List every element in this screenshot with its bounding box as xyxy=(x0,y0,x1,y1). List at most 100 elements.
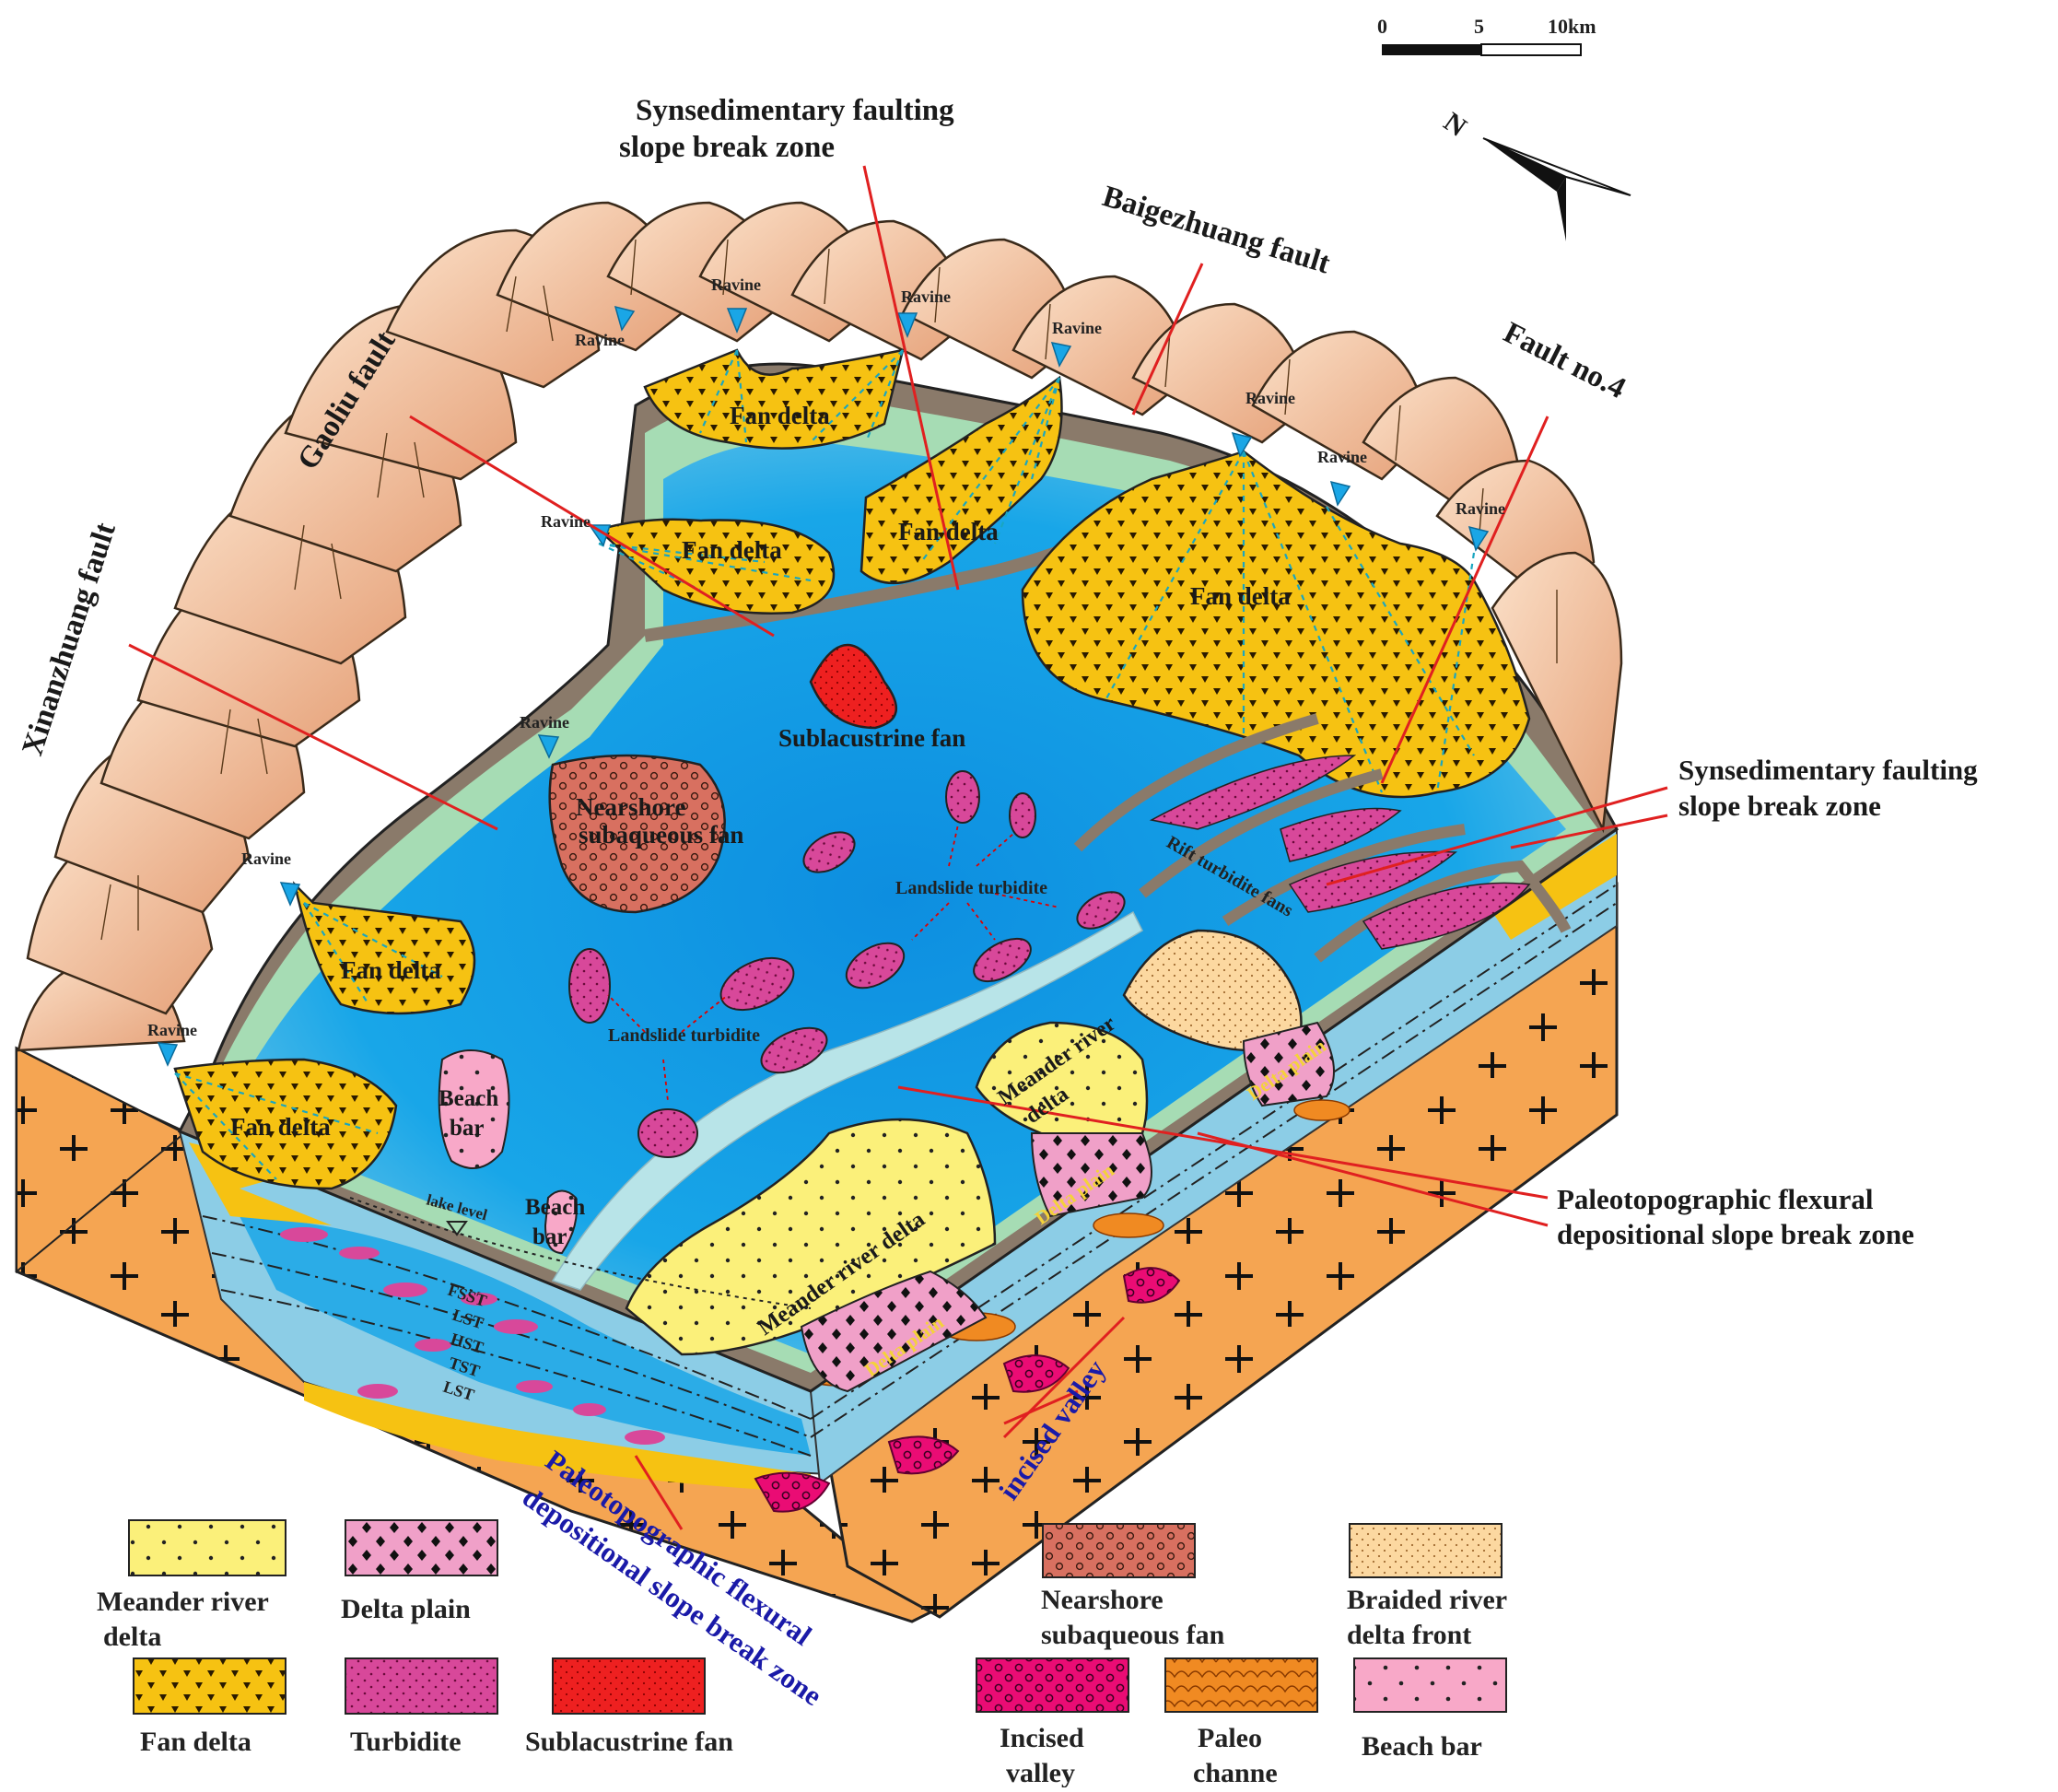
scale-bar-dark-segment xyxy=(1382,44,1481,55)
ravine-label-5: Ravine xyxy=(541,512,591,531)
fan-delta-label-5: Fan delta xyxy=(341,956,441,984)
ravine-label-3: Ravine xyxy=(1052,319,1102,337)
legend-swatch-nearshore xyxy=(1042,1523,1196,1578)
sublacustrine-fan-label: Sublacustrine fan xyxy=(778,724,965,752)
fan-delta-top-left xyxy=(643,348,905,450)
north-arrow-light-half xyxy=(1482,137,1631,196)
beach-bar-1-line2: bar xyxy=(450,1116,485,1141)
legend-swatch-incised-valley xyxy=(976,1657,1129,1713)
fan-delta-label-3: Fan delta xyxy=(898,518,999,545)
scale-bar-light-segment xyxy=(1480,43,1582,56)
fault-leaders xyxy=(128,165,1668,1530)
landslide-turbidites xyxy=(568,770,1126,1158)
delta-plain-right xyxy=(1242,1021,1335,1107)
lake-level-symbol xyxy=(446,1221,468,1236)
rift-turbidite-fans xyxy=(1073,713,1572,963)
ravine-label-10: Ravine xyxy=(241,849,291,868)
legend-label-turbidite: Turbidite xyxy=(350,1727,462,1757)
legend-swatch-braided xyxy=(1349,1523,1503,1578)
scale-tick-5: 5 xyxy=(1474,15,1484,38)
delta-plain-front xyxy=(800,1270,988,1393)
legend-label-incised-line1: Incised xyxy=(1000,1723,1084,1753)
section-turbidite-lenses xyxy=(280,1227,665,1445)
legend-swatch-beach-bar xyxy=(1353,1657,1507,1713)
beach-bar-1 xyxy=(438,1049,510,1169)
landslide-label-2: Landslide turbidite xyxy=(608,1025,760,1046)
legend-label-beach-bar: Beach bar xyxy=(1362,1731,1482,1762)
braided-delta-front xyxy=(1122,929,1303,1052)
fault-no4-label: Fault no.4 xyxy=(1498,316,1631,405)
legend-label-meander-line1: Meander river xyxy=(97,1587,269,1617)
nearshore-line2: subaqueous fan xyxy=(579,821,743,849)
legend-label-braided-line1: Braided river xyxy=(1347,1585,1507,1615)
beach-bar-1-line1: Beach xyxy=(438,1086,498,1111)
legend-swatch-meander-river-delta xyxy=(128,1519,286,1576)
nearshore-line1: Nearshore xyxy=(576,793,685,821)
fan-delta-label-2: Fan delta xyxy=(682,536,782,564)
shallow-shelf-channel xyxy=(551,910,1143,1291)
mountain-range xyxy=(17,201,1623,1052)
ravine-label-4: Ravine xyxy=(575,331,625,349)
north-arrow: N xyxy=(1438,107,1631,241)
synsed-right-line1: Synsedimentary faulting xyxy=(1678,754,1978,786)
legend-label-incised-line2: valley xyxy=(1006,1758,1075,1787)
legend-label-fan-delta: Fan delta xyxy=(140,1727,251,1757)
legend-label-braided-line2: delta front xyxy=(1347,1620,1471,1650)
fan-delta-label-4: Fan delta xyxy=(1190,582,1291,610)
ravine-label-9: Ravine xyxy=(520,713,569,732)
legend-label-meander-line2: delta xyxy=(103,1622,161,1652)
legend-swatch-paleo-channel xyxy=(1164,1657,1318,1713)
sublacustrine-fan-body xyxy=(809,643,898,730)
meander-delta-middle xyxy=(975,1021,1149,1144)
ravine-label-7: Ravine xyxy=(1317,448,1367,466)
fan-delta-right xyxy=(1021,450,1531,799)
synsed-top-line1: Synsedimentary faulting xyxy=(636,94,954,127)
synsed-right-line2: slope break zone xyxy=(1678,790,1881,822)
legend-label-paleo-line2: channe xyxy=(1193,1758,1278,1787)
baigezhuang-label: Baigezhuang fault xyxy=(1099,180,1334,280)
scale-bar: 0 5 10km xyxy=(1377,15,1596,56)
legend-swatch-fan-delta xyxy=(133,1657,286,1715)
basement-left-section xyxy=(16,1047,186,1274)
beach-bar-2 xyxy=(544,1189,578,1255)
legend-swatch-delta-plain xyxy=(345,1519,498,1576)
ravine-label-6: Ravine xyxy=(1245,389,1295,407)
ravine-label-2: Ravine xyxy=(901,287,951,306)
incised-valley-bodies xyxy=(754,1267,1181,1513)
north-label: N xyxy=(1438,107,1472,144)
beach-bar-2-line2: bar xyxy=(532,1224,567,1249)
turbidite-arrows xyxy=(607,824,1060,1102)
section-yellow-base xyxy=(304,1382,811,1493)
fan-delta-label-6: Fan delta xyxy=(230,1113,331,1141)
mountain-hachures xyxy=(100,239,1558,941)
scale-tick-10: 10km xyxy=(1548,15,1596,38)
synsed-top-line2: slope break zone xyxy=(619,131,835,164)
legend-swatch-sublacustrine xyxy=(552,1657,706,1715)
north-arrow-dark-half xyxy=(1483,138,1566,192)
section-yellow-right xyxy=(1492,834,1617,940)
legend-label-delta-plain: Delta plain xyxy=(341,1594,471,1624)
lake-level-line xyxy=(349,1197,812,1309)
xinanzhuang-label: Xinanzhuang fault xyxy=(16,519,123,759)
beach-bar-2-line1: Beach xyxy=(525,1195,585,1220)
landslide-label-1: Landslide turbidite xyxy=(895,878,1047,898)
fan-delta-bodies xyxy=(173,348,1531,1190)
scale-tick-0: 0 xyxy=(1377,15,1387,38)
ravine-label-1: Ravine xyxy=(711,275,761,294)
north-arrow-tail xyxy=(1557,177,1566,241)
paleo-right-line2: depositional slope break zone xyxy=(1557,1218,1914,1250)
delta-plain-middle xyxy=(1030,1131,1152,1218)
fan-delta-left-middle xyxy=(292,881,476,1015)
nearshore-subaqueous-fan xyxy=(548,754,726,914)
ravine-label-11: Ravine xyxy=(147,1021,197,1039)
fan-delta-left-bottom xyxy=(173,1058,398,1190)
legend-label-paleo-line1: Paleo xyxy=(1198,1723,1262,1753)
fan-delta-center xyxy=(859,375,1063,585)
legend-label-nearshore-line1: Nearshore xyxy=(1041,1585,1163,1615)
ravine-labels: Ravine Ravine Ravine Ravine Ravine Ravin… xyxy=(147,275,1505,1039)
legend-swatch-turbidite xyxy=(345,1657,498,1715)
legend: Meander river delta Delta plain Nearshor… xyxy=(97,1519,1507,1788)
fan-delta-label-1: Fan delta xyxy=(730,402,830,429)
ravine-label-8: Ravine xyxy=(1456,499,1505,518)
